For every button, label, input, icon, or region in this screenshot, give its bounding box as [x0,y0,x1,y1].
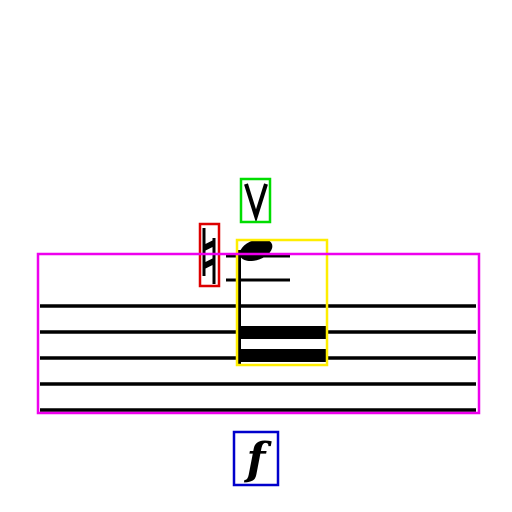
up-bow-icon [244,183,268,223]
annotation-box-up-bow [239,177,272,224]
stem [238,250,241,364]
annotation-box-staff [36,252,481,415]
beam [239,349,326,362]
beam [239,326,326,339]
annotation-box-note-group [235,238,329,367]
natural-sign [202,228,216,284]
notehead [239,238,273,262]
annotation-box-dynamic [232,430,280,487]
note-group [238,238,326,364]
annotation-boxes [36,177,481,487]
dynamic-f: f [244,434,273,485]
